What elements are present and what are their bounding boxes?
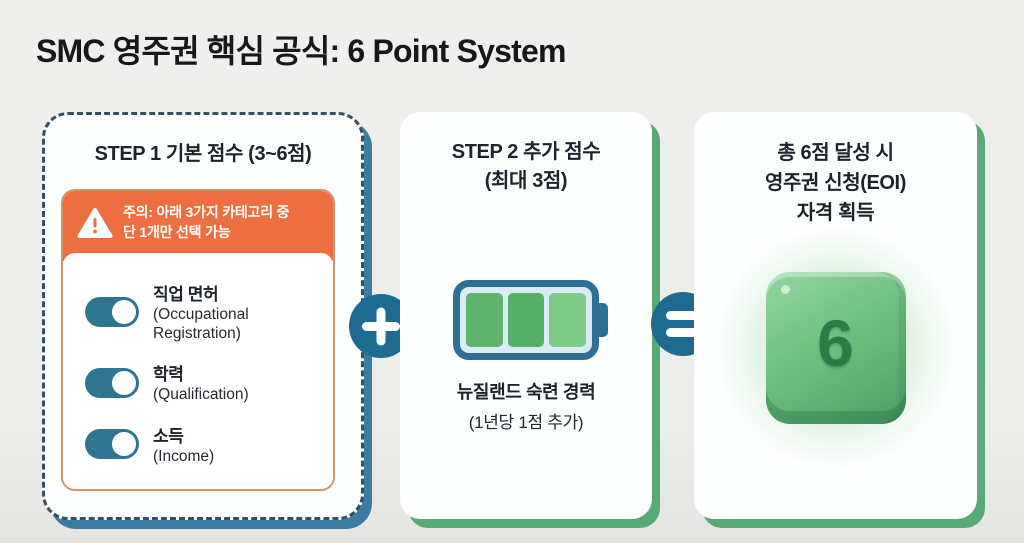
toggle-label: 학력 (Qualification) — [153, 360, 249, 404]
toggle-row-qualification: 학력 (Qualification) — [85, 360, 325, 404]
toggle-row-income: 소득 (Income) — [85, 422, 325, 466]
toggle-label: 소득 (Income) — [153, 422, 214, 466]
toggle-label-ko: 학력 — [153, 365, 184, 385]
toggle-income[interactable] — [85, 428, 139, 459]
warning-triangle-icon — [77, 207, 113, 238]
step2-title: STEP 2 추가 점수(최대 3점) — [451, 141, 601, 192]
keycap-face: 6 — [765, 272, 906, 424]
toggle-knob — [112, 431, 136, 456]
battery-cell — [507, 293, 545, 347]
toggle-knob — [112, 370, 136, 395]
toggle-label-en: (Qualification) — [153, 386, 249, 404]
toggle-label-ko: 직업 면허 — [153, 284, 219, 304]
toggle-occupational-registration[interactable] — [85, 296, 139, 327]
step2-subcaption: (1년당 1점 추가) — [468, 413, 584, 432]
toggle-label: 직업 면허 (Occupational Registration) — [153, 280, 301, 344]
toggle-knob — [112, 299, 136, 324]
toggle-row-occupational-registration: 직업 면허 (Occupational Registration) — [85, 280, 325, 344]
step1-title: STEP 1 기본 점수 (3~6점) — [94, 143, 312, 165]
toggle-label-en: (Income) — [153, 447, 215, 465]
keycap-number: 6 — [817, 306, 854, 380]
toggle-list: 직업 면허 (Occupational Registration) 학력 (Qu… — [63, 252, 333, 489]
keycap-6-icon: 6 — [719, 226, 952, 470]
step2-card: STEP 2 추가 점수(최대 3점) 뉴질랜드 숙련 경력 (1년당 1점 추… — [400, 112, 652, 519]
step2-caption: 뉴질랜드 숙련 경력 — [456, 382, 596, 402]
battery-cell — [466, 293, 503, 347]
page-title: SMC 영주권 핵심 공식: 6 Point System — [36, 33, 566, 69]
battery-terminal — [598, 303, 608, 337]
toggle-label-en: (Occupational Registration) — [153, 305, 249, 342]
battery-cell — [549, 293, 587, 347]
battery-icon — [453, 280, 608, 360]
toggle-label-ko: 소득 — [153, 426, 184, 446]
toggle-qualification[interactable] — [85, 367, 139, 398]
